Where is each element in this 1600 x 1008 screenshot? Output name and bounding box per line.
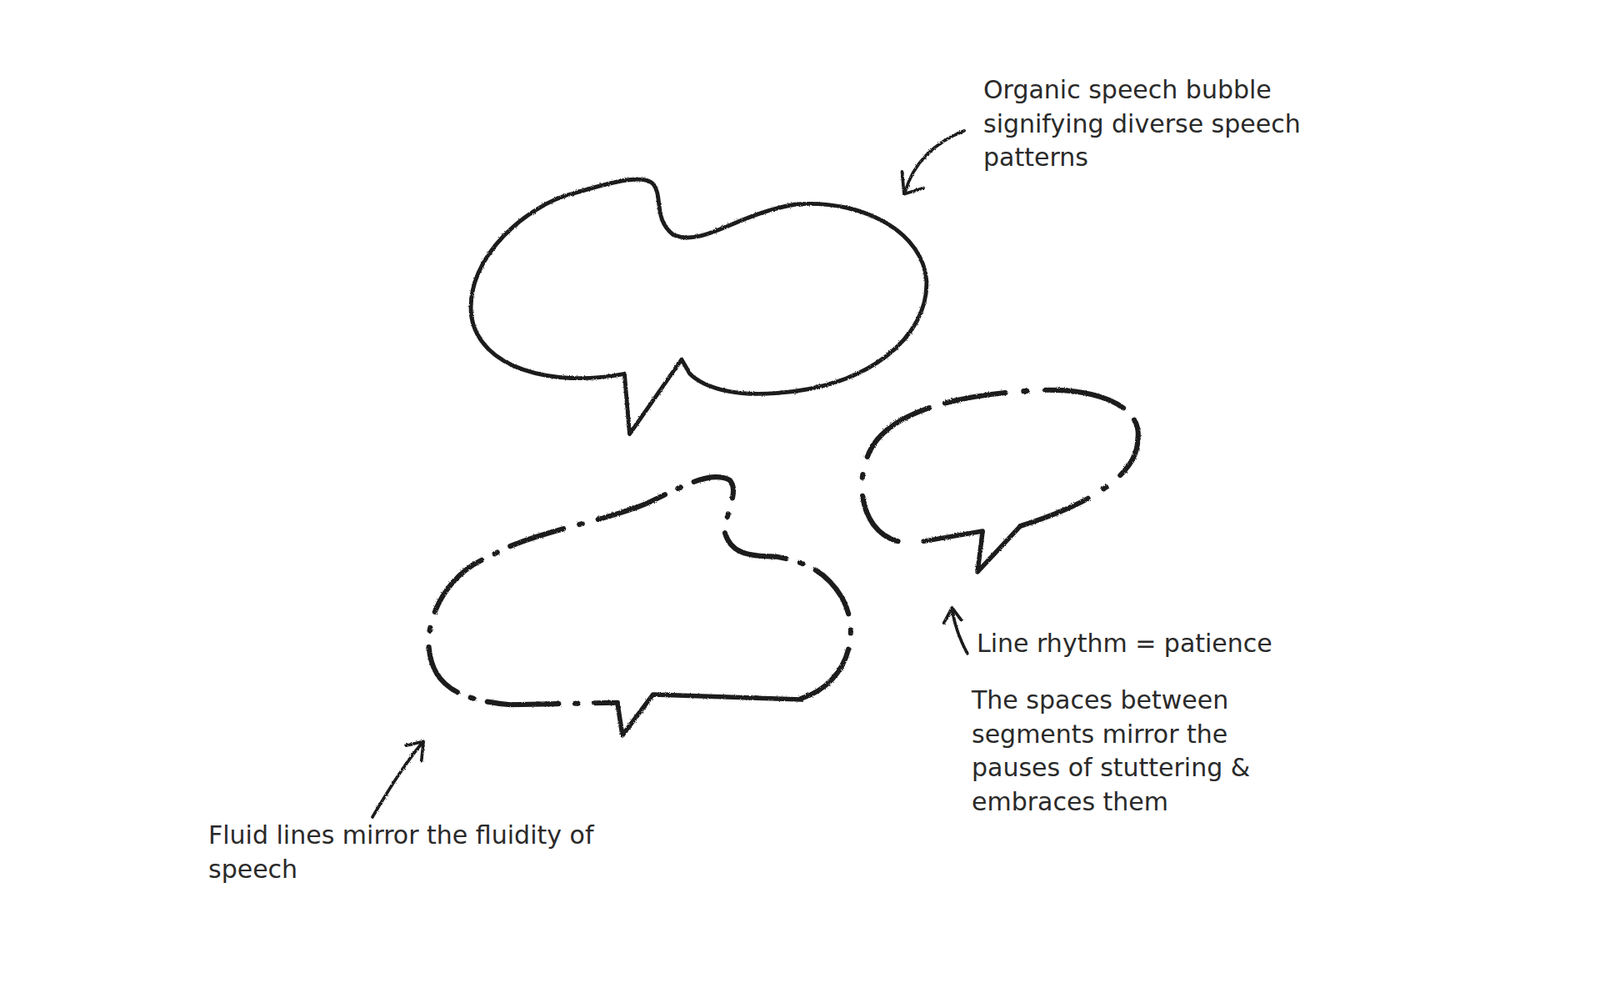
annotation-note: Organic speech bubble signifying diverse…: [983, 73, 1317, 175]
leader-arrow: [372, 740, 424, 817]
leader-arrow: [944, 607, 968, 654]
dashed-speech-bubble: [861, 390, 1138, 541]
leader-arrow: [901, 130, 965, 195]
annotation-note: Fluid lines mirror the fluidity of speec…: [208, 818, 609, 886]
bubble-tail: [923, 525, 1020, 572]
annotation-note: Line rhythm = patience: [976, 626, 1360, 661]
dashed-speech-bubble: [428, 476, 851, 705]
organic-speech-bubble: [470, 179, 927, 435]
annotation-note: The spaces between segments mirror the p…: [971, 683, 1322, 819]
bubble-tail: [617, 694, 801, 735]
